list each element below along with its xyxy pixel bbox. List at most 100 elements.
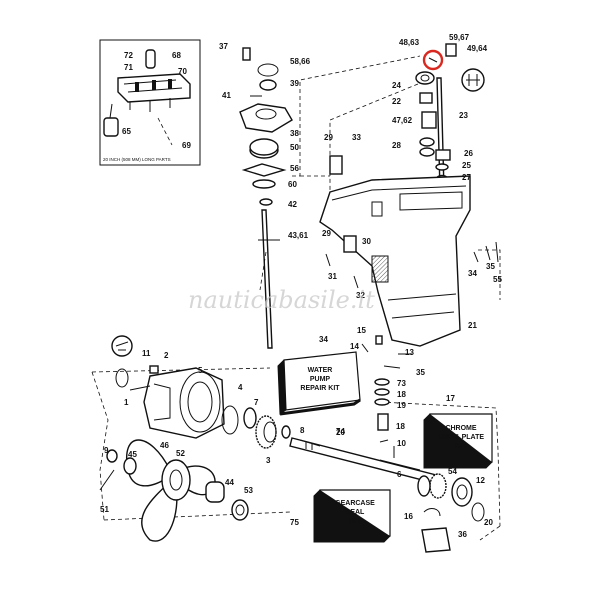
kit-chrome-cup [423, 413, 493, 469]
callout-33: 33 [352, 133, 361, 142]
callout-24: 24 [392, 81, 401, 90]
callout-55: 55 [493, 275, 502, 284]
propeller [99, 439, 249, 542]
kit-73-line-3: REPAIR KIT [300, 385, 340, 392]
callout-29: 29 [322, 229, 331, 238]
callout-20: 20 [336, 428, 345, 437]
driveshaft-43 [261, 209, 273, 349]
callout-26: 26 [464, 149, 473, 158]
callout-6: 6 [397, 470, 402, 479]
pump-housing-38 [239, 103, 293, 133]
callout-54: 54 [448, 467, 457, 476]
callout-48-63: 48,63 [399, 38, 420, 47]
callout-9: 9 [104, 446, 109, 455]
callout-1: 1 [124, 398, 129, 407]
inset-callout-72: 72 [124, 51, 133, 60]
callout-22: 22 [392, 97, 401, 106]
callout-52: 52 [176, 449, 185, 458]
callout-45: 45 [128, 450, 137, 459]
kit-73-line-2: PUMP [310, 376, 331, 383]
kit-75-line-2: SEAL [346, 509, 365, 516]
kit-75-line-3: KIT [349, 518, 361, 525]
callout-labels: 3758,663941385056604243,6148,6359,6749,6… [100, 33, 502, 539]
callout-53: 53 [244, 486, 253, 495]
shift-rod-assembly [415, 43, 485, 191]
inset-callout-68: 68 [172, 51, 181, 60]
callout-38: 38 [290, 129, 299, 138]
right-lower-parts [325, 241, 499, 553]
bearing-housing [111, 335, 291, 449]
callout-25: 25 [462, 161, 471, 170]
callout-17: 17 [446, 394, 455, 403]
callout-47-62: 47,62 [392, 116, 413, 125]
callout-29: 29 [324, 133, 333, 142]
inset-callout-69: 69 [182, 141, 191, 150]
inset-callout-71: 71 [124, 63, 133, 72]
callout-10: 10 [397, 439, 406, 448]
callout-59-67: 59,67 [449, 33, 470, 42]
callout-39: 39 [290, 79, 299, 88]
callout-73: 73 [397, 379, 406, 388]
callout-19: 19 [397, 401, 406, 410]
callout-5: 5 [198, 366, 203, 375]
callout-2: 2 [164, 351, 169, 360]
gearcase-housing [319, 155, 471, 347]
callout-37: 37 [219, 42, 228, 51]
callout-32: 32 [356, 291, 365, 300]
callout-49-64: 49,64 [467, 44, 488, 53]
callout-8: 8 [300, 426, 305, 435]
callout-34: 34 [319, 335, 328, 344]
callout-44: 44 [225, 478, 234, 487]
callout-46: 46 [160, 441, 169, 450]
callout-34: 34 [468, 269, 477, 278]
callout-11: 11 [142, 349, 151, 358]
callout-15: 15 [357, 326, 366, 335]
callout-75: 75 [290, 518, 299, 527]
callout-56: 56 [290, 164, 299, 173]
callout-50: 50 [290, 143, 299, 152]
callout-12: 12 [476, 476, 485, 485]
kit-75-line-1: GEARCASE [335, 500, 375, 507]
callout-14: 14 [350, 342, 359, 351]
inset-caption: 20 INCH (508 MM) LONG PARTS [103, 157, 171, 162]
callout-16: 16 [404, 512, 413, 521]
callout-35: 35 [416, 368, 425, 377]
callout-18: 18 [397, 390, 406, 399]
callout-3: 3 [266, 456, 271, 465]
callout-21: 21 [468, 321, 477, 330]
watermark: nauticabasile.it [188, 286, 375, 314]
callout-27: 27 [462, 173, 471, 182]
inset-panel: 20 INCH (508 MM) LONG PARTS [99, 39, 201, 166]
callout-42: 42 [288, 200, 297, 209]
kit-74-line-2: CUP & PLATE [438, 434, 484, 441]
connection-lines [91, 55, 501, 541]
pin-68 [145, 49, 156, 69]
highlight-circle [422, 49, 444, 71]
kit-water-pump [277, 351, 361, 416]
callout-31: 31 [328, 272, 337, 281]
kit-73-line-1: WATER [308, 367, 333, 374]
kit-74-line-3: KIT [455, 443, 467, 450]
inset-callout-70: 70 [178, 67, 187, 76]
kit-labels: WATER PUMP REPAIR KIT CHROME CUP & PLATE… [300, 367, 484, 525]
callout-23: 23 [459, 111, 468, 120]
callout-51: 51 [100, 505, 109, 514]
callout-30: 30 [362, 237, 371, 246]
callout-41: 41 [222, 91, 231, 100]
callout-60: 60 [288, 180, 297, 189]
callout-74: 74 [336, 427, 345, 436]
callout-35: 35 [486, 262, 495, 271]
callout-28: 28 [392, 141, 401, 150]
spacer-65 [103, 117, 119, 137]
callout-7: 7 [254, 398, 259, 407]
callout-13: 13 [405, 348, 414, 357]
kit-gearcase-seal [313, 489, 391, 543]
callout-4: 4 [238, 383, 243, 392]
propeller-shaft [289, 437, 441, 485]
callout-20: 20 [484, 518, 493, 527]
callout-18: 18 [396, 422, 405, 431]
callout-43-61: 43,61 [288, 231, 309, 240]
